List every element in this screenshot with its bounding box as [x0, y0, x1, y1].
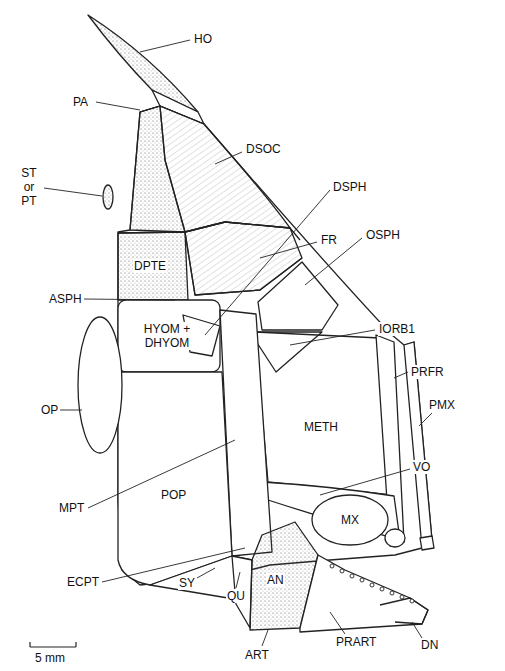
leader-lines: [44, 40, 432, 646]
bone-label: OSPH: [365, 228, 401, 242]
bone-label: DSPH: [332, 180, 367, 194]
bone-label: PA: [72, 95, 89, 109]
bone-label: FR: [320, 233, 338, 247]
bone-label: IORB1: [378, 322, 416, 336]
bone-label: HYOM + DHYOM: [140, 322, 194, 350]
bone-label: DSOC: [245, 142, 282, 156]
bone-label: PRFR: [410, 365, 445, 379]
bone-label: MPT: [58, 501, 85, 515]
bone-label: DPTE: [133, 259, 167, 273]
scale-label: 5 mm: [34, 651, 66, 665]
bone-label: POP: [160, 488, 187, 502]
bone-label: OP: [40, 403, 59, 417]
bone-label: MX: [340, 513, 360, 527]
bone-label: DN: [420, 638, 439, 652]
bone-label: QU: [226, 589, 246, 603]
bone-label: ECPT: [66, 575, 100, 589]
bone-label: ART: [244, 648, 270, 662]
bone-label: ST or PT: [16, 166, 42, 208]
bone-label: PMX: [428, 398, 456, 412]
teeth: [330, 564, 414, 603]
bone-label: METH: [303, 420, 339, 434]
bones: [78, 15, 434, 632]
bone-label: SY: [178, 576, 196, 590]
bone-label: PRART: [335, 635, 377, 649]
bone-label: AN: [266, 573, 285, 587]
bone-label: VO: [412, 460, 431, 474]
bone-label: ASPH: [48, 292, 83, 306]
bone-label: HO: [193, 32, 213, 46]
scale-bar: [30, 642, 76, 647]
